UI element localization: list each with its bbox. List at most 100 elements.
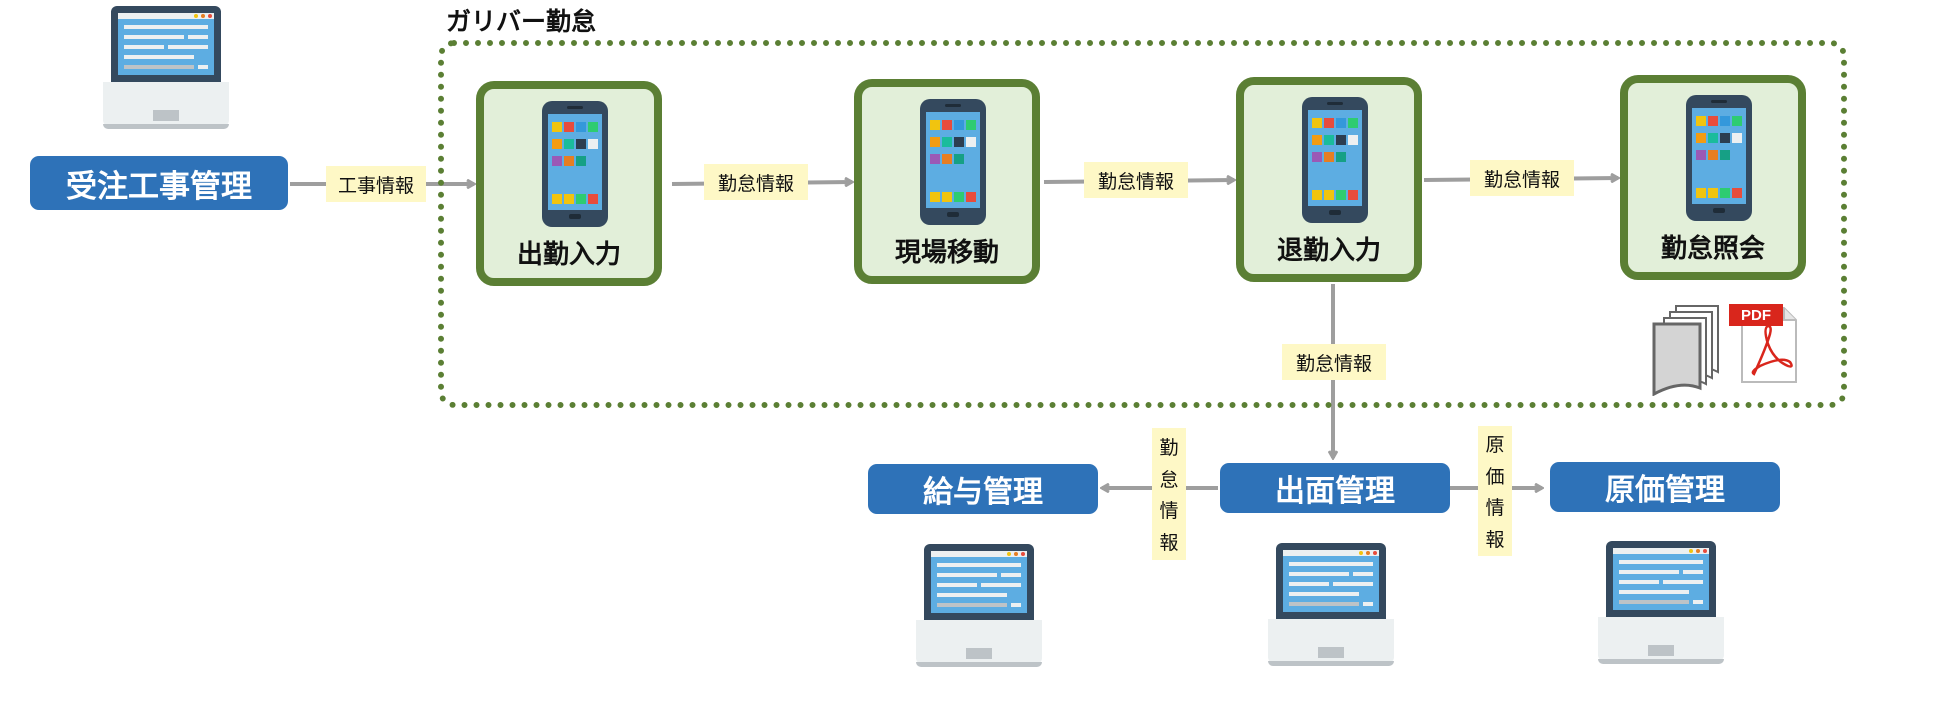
- node-attendance-view[interactable]: 勤怠照会: [1620, 75, 1806, 280]
- app-tile-icon: [966, 137, 976, 147]
- window-dot: [1007, 552, 1011, 556]
- node-label: 現場移動: [894, 238, 999, 268]
- window-dot: [194, 14, 198, 18]
- app-tile-icon: [552, 122, 562, 132]
- window-dot: [1689, 549, 1693, 553]
- window-bar: [931, 551, 1027, 557]
- laptop-screen: [1613, 548, 1709, 610]
- dock-tile-icon: [1732, 188, 1742, 198]
- char: 勤: [1159, 436, 1179, 459]
- dock-tile-icon: [954, 192, 964, 202]
- window-dot: [1696, 549, 1700, 553]
- app-tile-icon: [576, 139, 586, 149]
- phone-speaker: [1327, 102, 1343, 105]
- dock-tile-icon: [942, 192, 952, 202]
- node-output-management[interactable]: 出面管理: [1220, 463, 1450, 513]
- smartphone-icon: [542, 101, 608, 227]
- node-cost-management[interactable]: 原価管理: [1550, 462, 1780, 512]
- laptop-base-edge: [103, 124, 229, 129]
- app-tile-icon: [564, 139, 574, 149]
- text-line: [1011, 603, 1021, 607]
- text-line: [1683, 570, 1703, 574]
- text-line: [981, 583, 1021, 587]
- laptop-icon: [1268, 543, 1394, 669]
- edge-label-clock-in-to-site-move: 勤怠情報: [704, 164, 808, 200]
- window-bar: [1283, 550, 1379, 556]
- text-line: [1001, 573, 1021, 577]
- edge-label-clock-out-to-view: 勤怠情報: [1470, 160, 1574, 196]
- app-tile-icon: [1720, 116, 1730, 126]
- app-tile-icon: [1708, 150, 1718, 160]
- phone-home-button: [569, 214, 581, 219]
- node-order-management[interactable]: 受注工事管理: [30, 156, 288, 210]
- window-dot: [1021, 552, 1025, 556]
- app-tile-icon: [930, 120, 940, 130]
- laptop-icon: [103, 6, 229, 132]
- phone-screen: [1308, 110, 1362, 206]
- text-line: [937, 563, 1021, 567]
- phone-speaker: [945, 104, 961, 107]
- laptop-touchpad: [1648, 645, 1674, 656]
- smartphone-icon: [1686, 95, 1752, 221]
- node-label: 勤怠照会: [1660, 234, 1765, 264]
- window-dot: [1703, 549, 1707, 553]
- laptop-screen: [118, 13, 214, 75]
- text-line: [1619, 580, 1659, 584]
- dock-tile-icon: [1324, 190, 1334, 200]
- laptop-lid: [111, 6, 221, 82]
- app-tile-icon: [1348, 118, 1358, 128]
- window-dot: [201, 14, 205, 18]
- dock-tile-icon: [588, 194, 598, 204]
- laptop-base-edge: [916, 662, 1042, 667]
- text-line: [1619, 570, 1679, 574]
- app-tile-icon: [1324, 135, 1334, 145]
- app-tile-icon: [942, 120, 952, 130]
- phone-speaker: [1711, 100, 1727, 103]
- text-line: [168, 45, 208, 49]
- app-tile-icon: [1696, 133, 1706, 143]
- group-frame: [438, 40, 1847, 408]
- char: 怠: [1159, 468, 1179, 491]
- app-tile-icon: [564, 156, 574, 166]
- text-line: [937, 573, 997, 577]
- app-tile-icon: [576, 156, 586, 166]
- group-title: ガリバー勤怠: [446, 7, 597, 36]
- node-site-move[interactable]: 現場移動: [854, 79, 1040, 284]
- text-line: [1333, 582, 1373, 586]
- app-tile-icon: [966, 120, 976, 130]
- app-tile-icon: [1324, 152, 1334, 162]
- text-line: [1663, 580, 1703, 584]
- window-dot: [208, 14, 212, 18]
- app-tile-icon: [954, 137, 964, 147]
- text-line: [1619, 600, 1689, 604]
- laptop-screen: [931, 551, 1027, 613]
- app-tile-icon: [576, 122, 586, 132]
- text-line: [937, 583, 977, 587]
- node-clock-out[interactable]: 退勤入力: [1236, 77, 1422, 282]
- app-tile-icon: [1732, 133, 1742, 143]
- node-payroll[interactable]: 給与管理: [868, 464, 1098, 514]
- dock-tile-icon: [1720, 188, 1730, 198]
- dock-tile-icon: [966, 192, 976, 202]
- app-tile-icon: [942, 137, 952, 147]
- laptop-base-edge: [1268, 661, 1394, 666]
- phone-screen: [1692, 108, 1746, 204]
- phone-screen: [926, 112, 980, 208]
- text-line: [1619, 590, 1689, 594]
- app-tile-icon: [1312, 135, 1322, 145]
- node-clock-in[interactable]: 出勤入力: [476, 81, 662, 286]
- app-tile-icon: [1336, 118, 1346, 128]
- text-line: [1693, 600, 1703, 604]
- app-tile-icon: [1312, 152, 1322, 162]
- dock-tile-icon: [552, 194, 562, 204]
- text-line: [937, 593, 1007, 597]
- laptop-base-edge: [1598, 659, 1724, 664]
- phone-home-button: [1713, 208, 1725, 213]
- pdf-badge: PDF: [1729, 304, 1783, 326]
- app-tile-icon: [1324, 118, 1334, 128]
- char: 情: [1159, 500, 1179, 523]
- app-tile-icon: [954, 154, 964, 164]
- app-tile-icon: [954, 120, 964, 130]
- text-line: [1619, 560, 1703, 564]
- text-line: [124, 45, 164, 49]
